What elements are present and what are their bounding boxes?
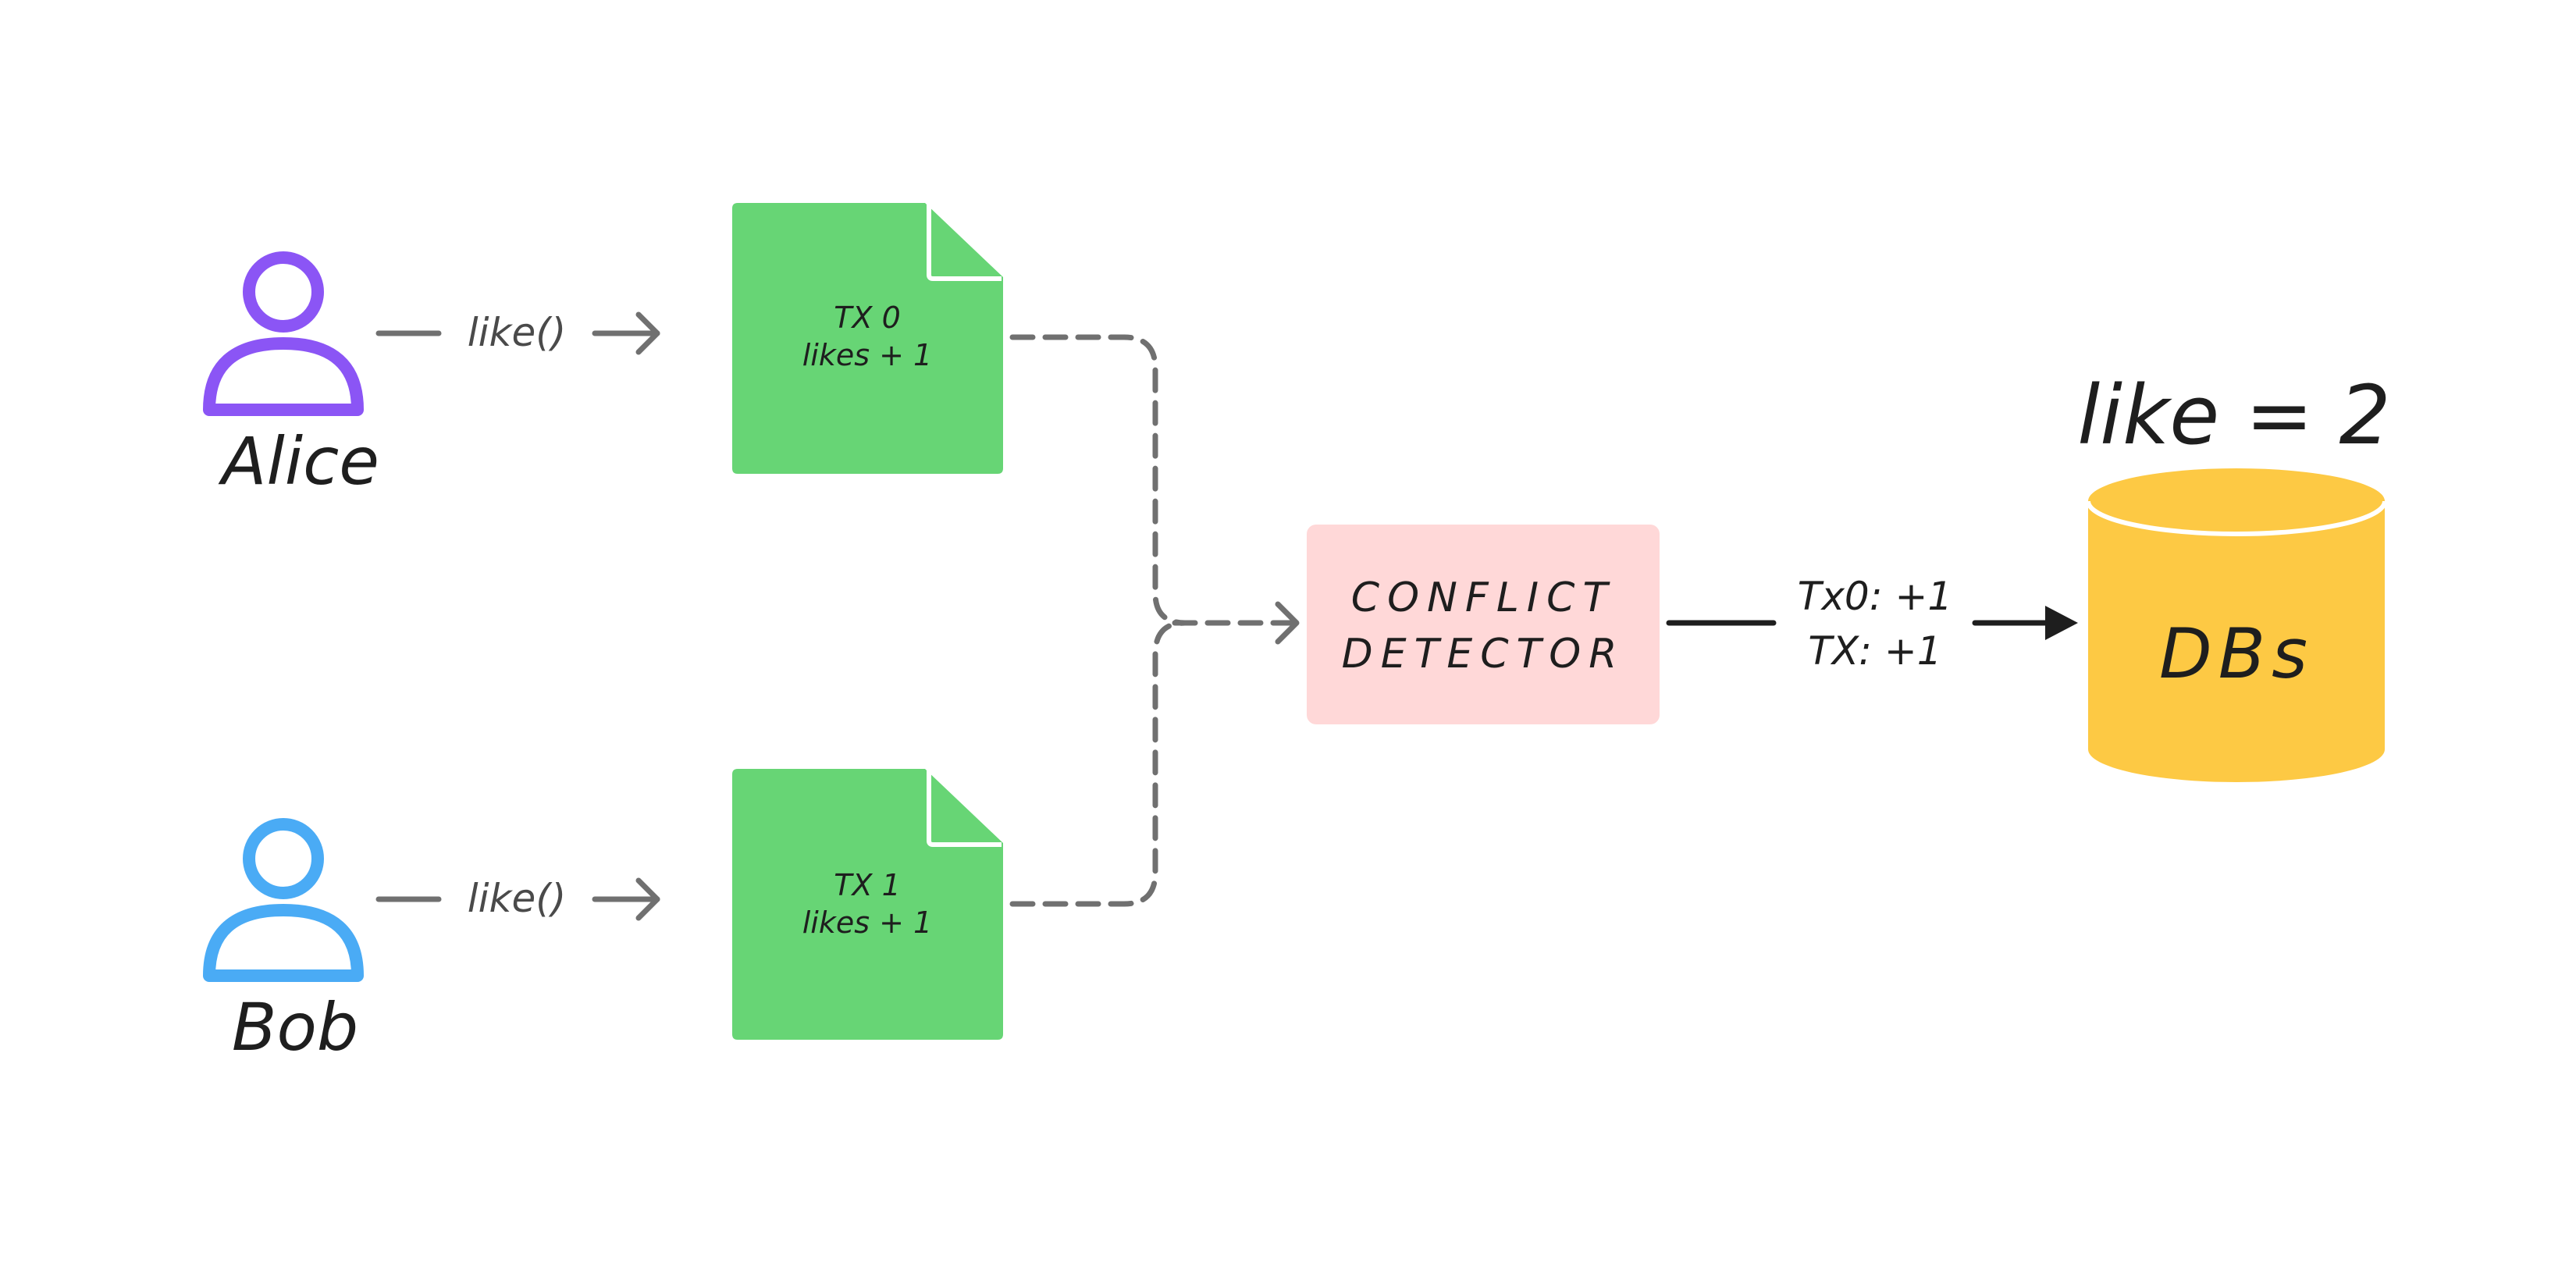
database-label: DBs — [2159, 614, 2314, 694]
merge-connector — [1009, 334, 1295, 907]
connector-tx1-to-detector — [1009, 620, 1188, 907]
transaction-doc-tx1: TX 1 likes + 1 — [732, 769, 1003, 1040]
transaction-title: TX 1 — [834, 868, 901, 902]
transaction-operation: likes + 1 — [802, 338, 932, 372]
alice-like-edge: like() — [375, 310, 660, 355]
transaction-doc-tx0: TX 0 likes + 1 — [732, 203, 1003, 474]
user-name-alice: Alice — [218, 423, 379, 500]
user-icon — [203, 818, 364, 982]
document-icon — [732, 203, 1003, 474]
conflict-detector-label-line2: DETECTOR — [1342, 631, 1625, 678]
user-alice: Alice — [203, 251, 379, 500]
user-icon — [203, 251, 364, 416]
transaction-title: TX 0 — [834, 301, 901, 335]
arrowhead-into-detector — [1275, 601, 1300, 645]
arrowhead-into-db — [2045, 606, 2078, 640]
user-bob: Bob — [203, 818, 364, 1065]
connector-tx0-to-detector — [1009, 334, 1188, 626]
edge-label-like-alice: like() — [468, 310, 567, 355]
bob-like-edge: like() — [375, 876, 660, 921]
conflict-detector-box: CONFLICT DETECTOR — [1307, 525, 1660, 724]
conflict-detector-label-line1: CONFLICT — [1351, 575, 1615, 621]
edge-label-line1: Tx0: +1 — [1798, 574, 1952, 619]
edge-label-like-bob: like() — [468, 876, 567, 921]
edge-label-line2: TX: +1 — [1808, 628, 1941, 674]
document-icon — [732, 769, 1003, 1040]
database: DBs like = 2 — [2077, 368, 2391, 782]
database-caption: like = 2 — [2077, 368, 2390, 463]
user-name-bob: Bob — [232, 989, 358, 1065]
transaction-operation: likes + 1 — [802, 905, 932, 940]
database-cylinder-icon — [2086, 468, 2387, 782]
detector-to-db-edge: Tx0: +1 TX: +1 — [1666, 574, 2078, 674]
